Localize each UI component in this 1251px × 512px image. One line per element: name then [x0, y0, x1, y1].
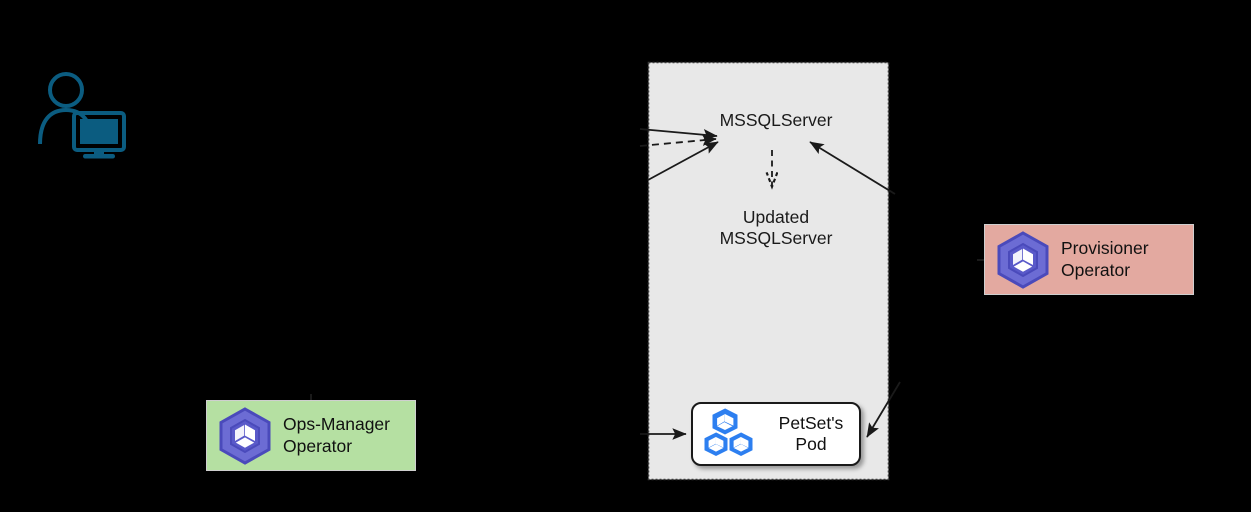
edge-dashed-to-mssqlserver — [639, 134, 717, 147]
kubernetes-pods-icon — [701, 407, 763, 461]
mssqlserver-label: MSSQLServer — [719, 110, 833, 130]
updated-mssqlserver-label: Updated MSSQLServer — [719, 207, 833, 249]
operator-cube-icon — [217, 406, 273, 465]
petset-pod-node[interactable]: PetSet's Pod — [691, 402, 861, 466]
edge-diagonal-to-mssqlserver — [647, 141, 719, 181]
edge-right-to-petset-pod — [866, 381, 901, 438]
provisioner-operator-label: Provisioner Operator — [1061, 237, 1149, 280]
petset-pod-label: PetSet's Pod — [778, 413, 844, 454]
user-at-computer-icon — [36, 68, 128, 160]
operator-cube-icon — [995, 230, 1051, 289]
ops-manager-operator-label: Ops-Manager Operator — [283, 413, 390, 456]
user-actor — [36, 68, 128, 160]
provisioner-operator-node[interactable]: Provisioner Operator — [984, 224, 1194, 295]
ops-manager-operator-node[interactable]: Ops-Manager Operator — [206, 400, 416, 471]
edge-right-to-mssqlserver — [809, 141, 896, 195]
